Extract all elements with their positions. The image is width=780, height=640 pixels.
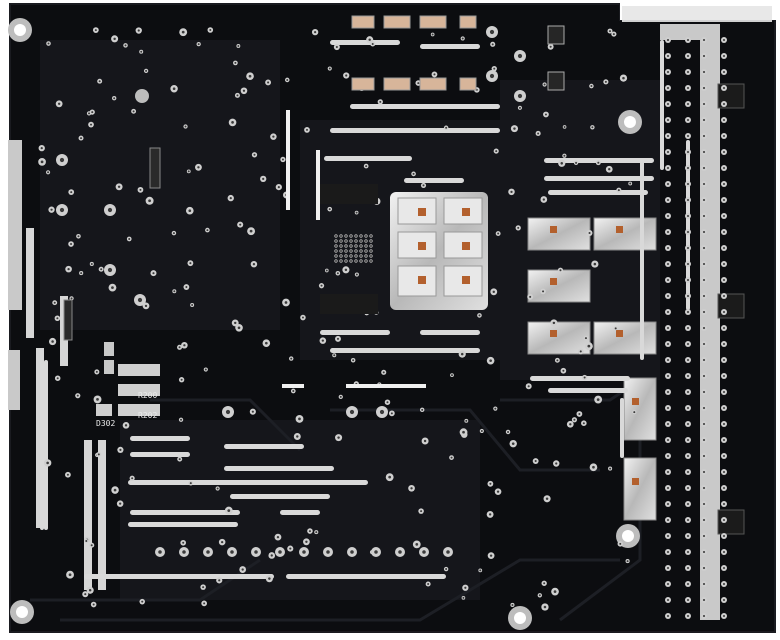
solder-bar bbox=[130, 510, 240, 515]
silkscreen-r200: R200 bbox=[138, 391, 157, 400]
solder-bar bbox=[40, 350, 44, 530]
smd-resistors bbox=[63, 147, 161, 416]
silkscreen-r202: R202 bbox=[138, 411, 157, 420]
solder-bar bbox=[324, 156, 412, 161]
solder-bar bbox=[530, 376, 630, 381]
solder-bar bbox=[224, 466, 334, 471]
solder-bar bbox=[548, 190, 648, 195]
solder-bar bbox=[330, 348, 480, 353]
silkscreen-marks bbox=[282, 110, 426, 388]
mounting-holes bbox=[8, 18, 642, 630]
solder-bar bbox=[224, 444, 304, 449]
solder-bar bbox=[280, 510, 320, 515]
horizontal-solder-bars bbox=[84, 40, 654, 579]
solder-bar bbox=[420, 330, 480, 335]
solder-bar bbox=[330, 40, 400, 45]
solder-bar bbox=[420, 44, 480, 49]
solder-bar bbox=[286, 574, 446, 579]
solder-bar bbox=[130, 452, 190, 457]
top-connector-pads bbox=[351, 15, 477, 91]
mosfet-pad-group bbox=[527, 217, 657, 521]
solder-bar bbox=[548, 388, 628, 393]
ic-footprints bbox=[320, 25, 565, 314]
solder-bar bbox=[660, 40, 664, 170]
silkscreen-d302: D302 bbox=[96, 419, 115, 428]
solder-bar bbox=[544, 176, 654, 181]
solder-bar bbox=[128, 522, 238, 527]
solder-bar bbox=[84, 574, 274, 579]
solder-bar bbox=[128, 480, 368, 485]
solder-bar bbox=[320, 330, 390, 335]
heatsink-pad-group bbox=[390, 192, 488, 310]
solder-bar bbox=[640, 160, 644, 360]
mounting-hole bbox=[135, 89, 149, 103]
solder-bar bbox=[130, 436, 190, 441]
solder-bar bbox=[620, 398, 624, 458]
solder-bar bbox=[350, 104, 500, 109]
solder-bar bbox=[230, 494, 330, 499]
solder-bar bbox=[404, 178, 464, 183]
solder-bar bbox=[330, 128, 500, 133]
solder-bar bbox=[44, 360, 48, 530]
